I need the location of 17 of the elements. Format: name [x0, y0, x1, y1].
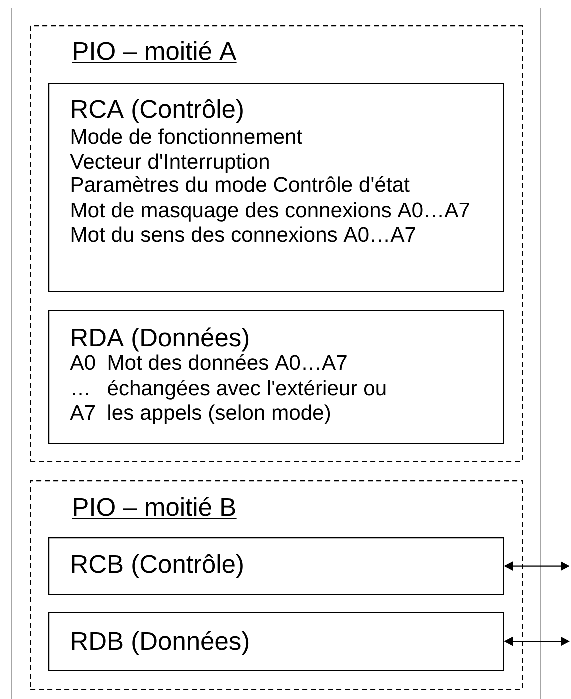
register-box: RCB (Contrôle)	[48, 538, 504, 596]
register-field-text: Mot du sens des connexions A0…A7	[72, 226, 416, 242]
register-field-text: Vecteur d'Interruption	[70, 154, 269, 174]
register-field-text: Paramètres du mode Contrôle d'état	[72, 176, 410, 192]
register-field-text: échangées avec l'extérieur ou	[108, 380, 386, 400]
register-field-text: A0	[70, 355, 96, 370]
register-title: RDA (Données)	[72, 328, 249, 352]
register-field-text: Mode de fonctionnement	[72, 128, 302, 144]
section-heading: PIO – moitié A	[72, 41, 238, 64]
register-field-text: …	[73, 393, 88, 396]
register-field-text: les appels (selon mode)	[108, 404, 330, 424]
register-field-text: A7	[70, 405, 95, 420]
register-title: RCA (Contrôle)	[72, 99, 243, 124]
register-box: RDB (Données)	[48, 612, 504, 672]
register-field-text: Mot des données A0…A7	[108, 354, 347, 370]
register-field-text: Mot de masquage des connexions A0…A7	[72, 202, 470, 222]
section-heading: PIO – moitié B	[72, 497, 238, 520]
